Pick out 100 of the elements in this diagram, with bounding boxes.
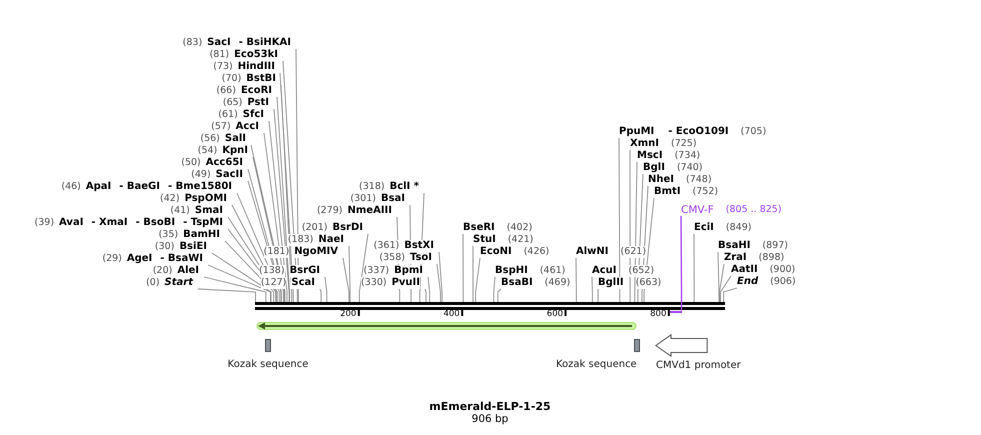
enzyme-name: BstXI bbox=[404, 240, 434, 252]
leader-line bbox=[212, 252, 272, 302]
cut-site-position: (46) bbox=[61, 181, 81, 193]
primer-name: CMV-F bbox=[681, 204, 714, 216]
map-title: mEmerald-ELP-1-25 bbox=[429, 400, 551, 413]
enzyme-name: ApaI bbox=[86, 181, 112, 193]
cut-site-position: (337) bbox=[364, 265, 390, 277]
enzyme-name: PspOMI bbox=[184, 193, 227, 205]
cut-site-position: (66) bbox=[216, 85, 236, 97]
enzyme-name: PvuII bbox=[392, 277, 420, 289]
scale-label: 200 bbox=[340, 309, 356, 319]
cut-site-position: (621) bbox=[620, 246, 646, 258]
cut-site-position: (20) bbox=[152, 265, 172, 277]
cut-site-position: (29) bbox=[102, 253, 122, 265]
leader-line bbox=[720, 276, 732, 302]
leader-line bbox=[320, 288, 322, 302]
cut-site-position: (42) bbox=[160, 193, 180, 205]
leader-line bbox=[204, 276, 266, 302]
cut-site-position: (402) bbox=[506, 222, 532, 234]
cut-site-position: (30) bbox=[154, 241, 174, 253]
leader-line bbox=[198, 288, 256, 302]
leader-line bbox=[274, 108, 290, 302]
cut-site-position: (0) bbox=[146, 277, 160, 289]
leader-line bbox=[324, 276, 328, 302]
cut-site-position: (50) bbox=[181, 157, 201, 169]
leader-line bbox=[472, 246, 474, 302]
feature-label: Kozak sequence bbox=[556, 359, 637, 371]
cut-site-position: (70) bbox=[222, 73, 242, 85]
enzyme-name: KpnI bbox=[222, 145, 248, 157]
leader-line bbox=[268, 120, 288, 302]
cut-site-position: (65) bbox=[222, 97, 242, 109]
feature-label: Kozak sequence bbox=[228, 359, 308, 371]
primer-binding-site bbox=[670, 310, 682, 313]
enzyme-name: BglI bbox=[643, 162, 665, 174]
cut-site-position: (652) bbox=[628, 265, 654, 277]
cut-site-position: (54) bbox=[198, 145, 218, 157]
leader-line bbox=[497, 288, 502, 302]
leader-line bbox=[358, 234, 368, 302]
cut-site-position: (898) bbox=[758, 252, 784, 264]
leader-line bbox=[208, 264, 271, 302]
cut-site-position: (73) bbox=[213, 61, 233, 73]
cut-site-position: (301) bbox=[350, 193, 376, 205]
cut-site-position: (421) bbox=[508, 234, 534, 246]
cut-site-position: (752) bbox=[692, 186, 718, 198]
cut-site-position: (181) bbox=[264, 246, 290, 258]
cut-site-position: (705) bbox=[740, 126, 766, 138]
cut-site-position: (49) bbox=[191, 169, 211, 181]
scale-label: 800 bbox=[650, 309, 666, 319]
cut-site-position: (41) bbox=[170, 205, 190, 217]
leader-line bbox=[718, 252, 720, 302]
scale-label: 600 bbox=[546, 309, 564, 319]
cut-site-position: (57) bbox=[211, 121, 231, 133]
leader-line bbox=[680, 216, 682, 310]
cut-site-position: (279) bbox=[316, 205, 343, 217]
cut-site-position: (361) bbox=[374, 240, 400, 252]
leader-line bbox=[276, 96, 290, 302]
primer-position: (805 .. 825) bbox=[726, 204, 782, 216]
leader-line bbox=[428, 276, 430, 302]
leader-line bbox=[280, 84, 292, 302]
coding-feature-band bbox=[256, 321, 637, 331]
leader-line bbox=[438, 252, 442, 302]
cut-site-position: (748) bbox=[686, 174, 712, 186]
leader-line bbox=[618, 138, 620, 302]
cut-site-position: (35) bbox=[158, 229, 178, 241]
cut-site-position: (61) bbox=[218, 109, 238, 121]
leader-line bbox=[723, 288, 738, 302]
enzyme-name: AgeI bbox=[126, 253, 152, 265]
leader-line bbox=[424, 288, 426, 302]
sequence-length: 906 bp bbox=[472, 413, 508, 426]
enzyme-name: BglII bbox=[598, 277, 624, 289]
cut-site-position: (318) bbox=[359, 181, 385, 193]
leader-line bbox=[719, 264, 724, 302]
cut-site-position: (56) bbox=[200, 133, 220, 145]
enzyme-name: BsrGI bbox=[290, 265, 320, 277]
cut-site-position: (81) bbox=[210, 49, 230, 61]
cut-site-position: (849) bbox=[726, 222, 752, 234]
leader-line bbox=[342, 258, 350, 302]
leader-line bbox=[436, 264, 441, 302]
enzyme-name: NgoMIV bbox=[294, 246, 338, 258]
cut-site-position: (358) bbox=[379, 252, 405, 264]
cut-site-position: (426) bbox=[524, 246, 550, 258]
cut-site-position: (201) bbox=[302, 222, 328, 234]
cut-site-position: (663) bbox=[636, 277, 662, 289]
cut-site-position: (740) bbox=[676, 162, 702, 174]
leader-line bbox=[280, 72, 294, 302]
cut-site-position: (725) bbox=[670, 138, 697, 150]
scale-label: 400 bbox=[443, 309, 460, 319]
cut-site-position: (183) bbox=[288, 234, 314, 246]
cut-site-position: (83) bbox=[182, 37, 202, 49]
cut-site-position: (897) bbox=[762, 240, 788, 252]
cut-site-position: (461) bbox=[540, 265, 566, 277]
cut-site-position: (138) bbox=[259, 265, 285, 277]
enzyme-name: PpuMI bbox=[619, 126, 654, 138]
enzyme-name: BpmI bbox=[394, 265, 423, 277]
cut-site-position: (127) bbox=[260, 277, 286, 289]
leader-line bbox=[576, 258, 577, 302]
cut-site-position: (906) bbox=[770, 276, 796, 288]
cut-site-position: (900) bbox=[770, 264, 796, 276]
leader-line bbox=[493, 276, 496, 302]
enzyme-name: ScaI bbox=[291, 277, 315, 289]
